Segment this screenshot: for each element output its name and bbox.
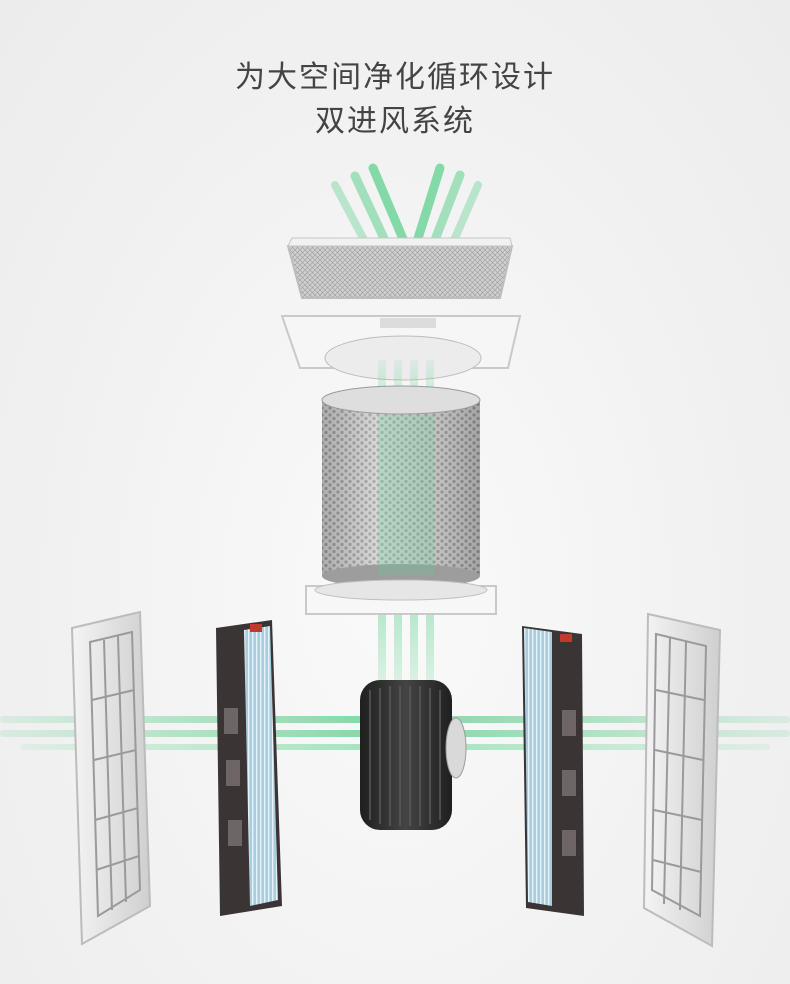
left-prefilter [72,612,150,944]
cylinder-base-ring [306,580,496,614]
metal-mesh-cylinder [322,386,480,588]
left-hepa-filter [216,620,282,916]
top-grille [288,238,512,298]
right-prefilter [644,614,720,946]
right-hepa-filter [522,626,584,916]
centrifugal-fan [360,680,466,830]
